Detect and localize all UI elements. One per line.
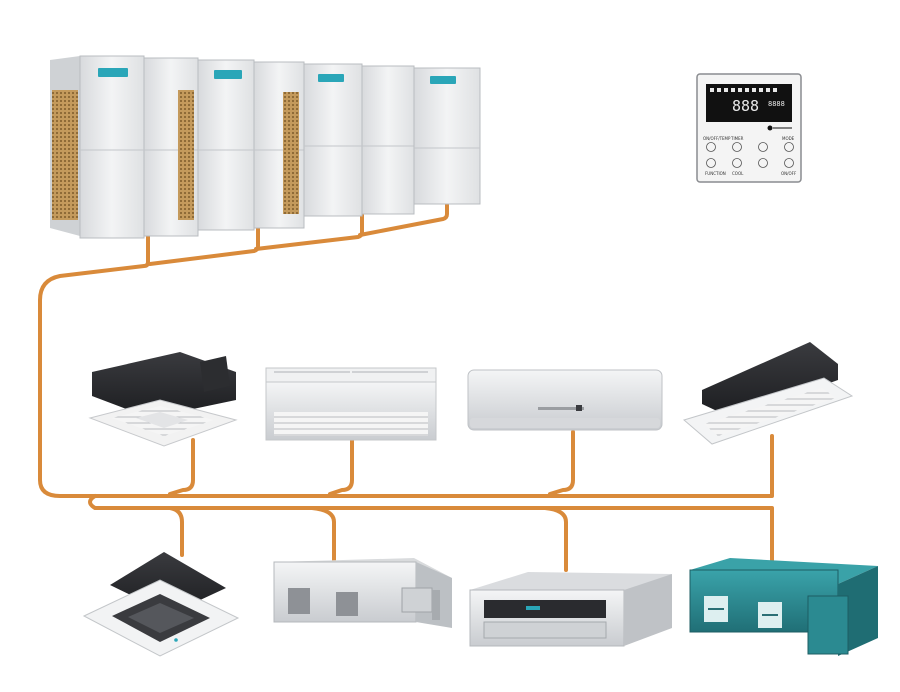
outdoor-module-2 [197,59,305,231]
controller-button-5[interactable] [706,158,716,168]
controller-label-b4: ON/OFF [781,171,797,176]
controller-button-up[interactable] [758,142,768,152]
outdoor-unit-bank [50,55,481,239]
controller-main-digits: 888 [732,97,759,115]
wired-controller: 888 8888 ON/OFF/TEMP TIMER MODE FUNCTION… [696,73,802,183]
controller-label-b1: FUNCTION [705,171,726,176]
controller-label-b2: COOL [732,171,744,176]
lcd-status-icons [710,88,777,92]
indoor-wall-split [467,369,663,431]
controller-button-8[interactable] [784,158,794,168]
indoor-compact-cassette [88,352,238,447]
controller-button-down[interactable] [758,158,768,168]
controller-button-4[interactable] [784,142,794,152]
indoor-teal-duct-unit [689,558,878,656]
controller-label-t2: TIMER [730,136,744,141]
controller-label-t4: MODE [782,136,795,141]
controller-button-2[interactable] [732,142,742,152]
refrigerant-piping [38,196,774,572]
indoor-high-static-duct [273,558,452,628]
outdoor-module-1 [50,55,199,239]
indoor-one-way-cassette [682,342,854,445]
controller-button-6[interactable] [732,158,742,168]
outdoor-module-4 [413,67,481,205]
controller-small-digits: 8888 [768,100,785,108]
indoor-four-way-cassette [82,552,240,657]
indoor-ceiling-floor-unit [265,367,437,441]
controller-indicator-dot [767,125,773,131]
controller-label-t1: ON/OFF/TEMP [703,136,731,141]
controller-button-1[interactable] [706,142,716,152]
indoor-slim-duct [469,572,672,647]
outdoor-module-3 [303,63,415,217]
